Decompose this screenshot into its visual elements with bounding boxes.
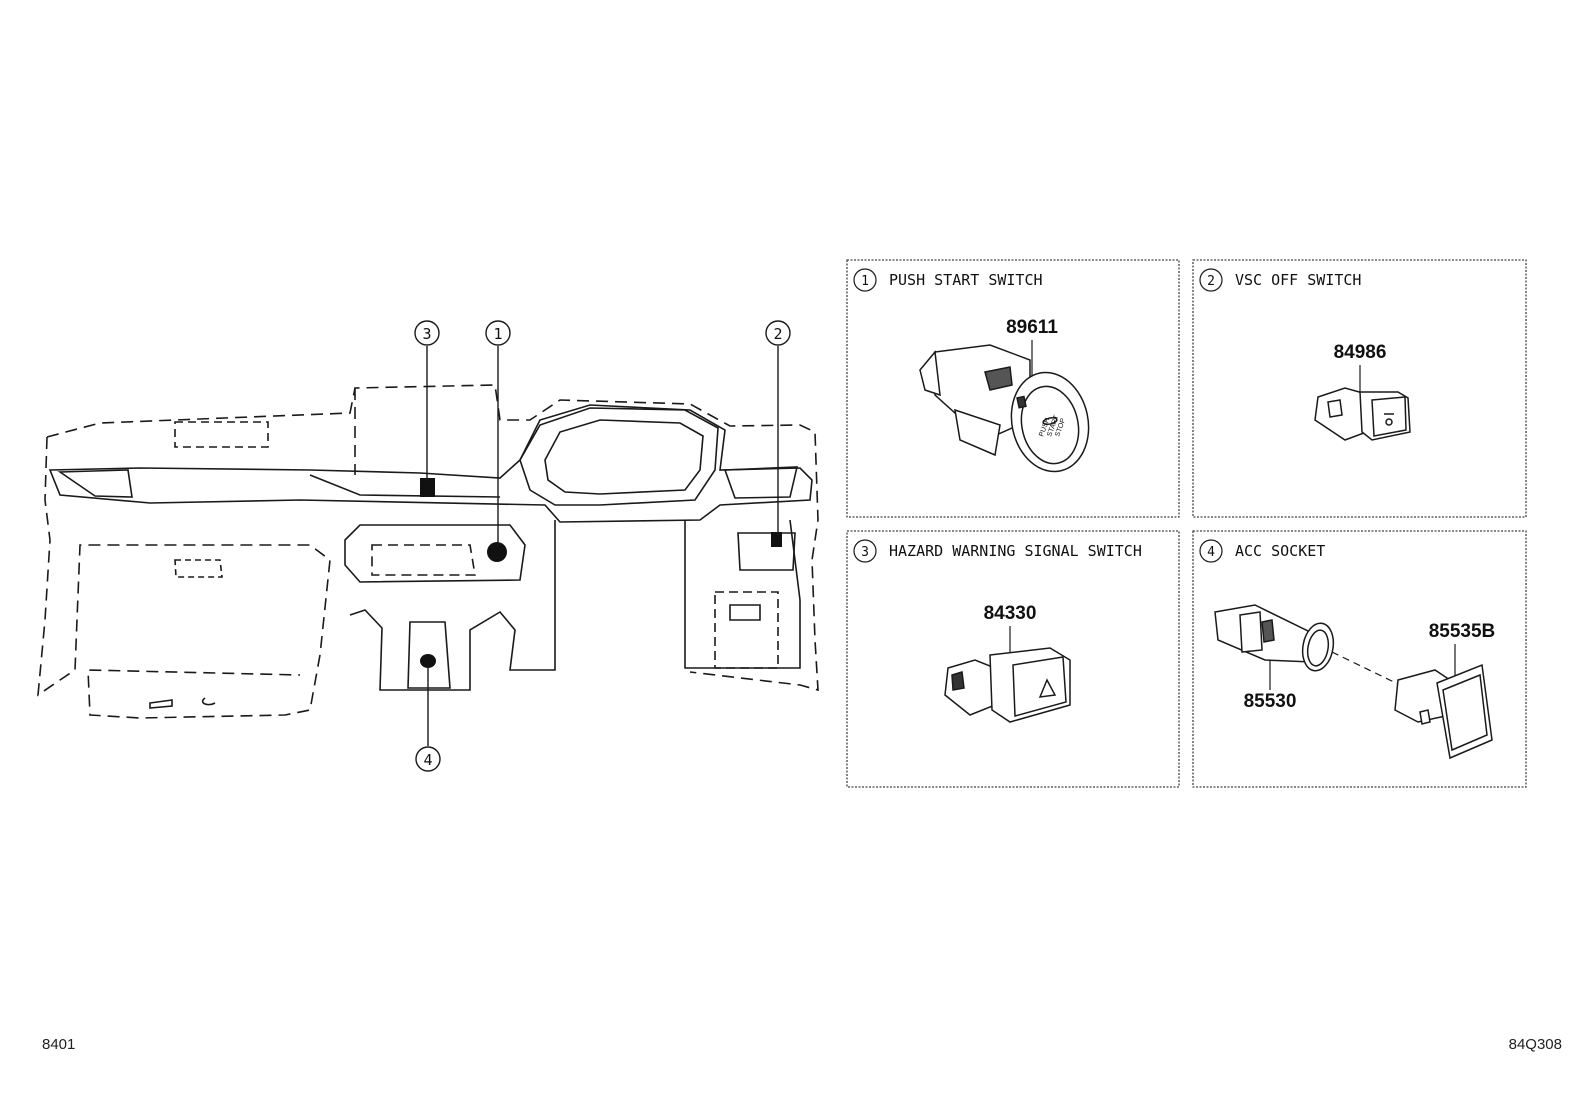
part-number-85530[interactable]: 85530 <box>1244 691 1297 712</box>
leader-lines <box>426 346 779 746</box>
right-lower <box>684 519 801 669</box>
right-lower-recess <box>729 604 761 621</box>
panel-hazard-warning-signal-switch: 3 HAZARD WARNING SIGNAL SWITCH 84330 <box>846 530 1180 788</box>
center-cluster-inner <box>371 544 476 576</box>
panel-3-number: 3 <box>861 545 869 560</box>
right-vent <box>723 466 799 499</box>
panel-1-title: PUSH START SWITCH <box>889 271 1043 289</box>
console-lower <box>349 520 556 691</box>
acc-socket-body-icon <box>1214 604 1335 672</box>
glovebox-top <box>174 421 269 448</box>
panel-4-title: ACC SOCKET <box>1235 542 1325 560</box>
panel-2-number: 2 <box>1207 274 1215 289</box>
left-vent <box>57 469 133 498</box>
lower-left-latch <box>201 697 216 706</box>
glovebox-handle <box>174 559 223 578</box>
center-mid-line <box>309 474 501 498</box>
console-pocket <box>407 621 451 689</box>
panel-2-title: VSC OFF SWITCH <box>1235 271 1361 289</box>
page-id-left: 8401 <box>42 1036 76 1053</box>
part-number-85535b[interactable]: 85535B <box>1429 621 1496 642</box>
dash-top-outline <box>46 384 819 692</box>
part-number-84986[interactable]: 84986 <box>1334 342 1387 363</box>
page-id-right: 84Q308 <box>1508 1036 1562 1053</box>
dash-left-body <box>37 436 331 719</box>
part-number-84330[interactable]: 84330 <box>984 603 1037 624</box>
push-start-marker <box>487 542 507 562</box>
switch-panel-right <box>737 532 796 571</box>
vsc-off-switch-icon <box>1314 387 1411 441</box>
lower-left-vent <box>149 699 173 709</box>
callout-2: 2 <box>765 320 791 346</box>
callout-4: 4 <box>415 746 441 772</box>
svg-text:2: 2 <box>773 325 782 343</box>
center-display-inner <box>544 419 704 495</box>
panel-4-number: 4 <box>1207 545 1215 560</box>
push-start-switch-icon <box>919 344 1090 473</box>
dash-upper-trim <box>48 404 813 523</box>
acc-socket-cap-icon <box>1394 663 1493 760</box>
svg-text:4: 4 <box>423 751 432 769</box>
hazard-switch-marker <box>420 478 435 497</box>
panel-1-number: 1 <box>861 274 869 289</box>
panel-acc-socket: 4 ACC SOCKET 85530 85535B <box>1192 530 1527 788</box>
acc-socket-marker <box>420 654 436 668</box>
center-display-frame <box>519 407 719 506</box>
right-lower-panel <box>714 591 779 669</box>
callout-1: 1 <box>485 320 511 346</box>
part-number-89611[interactable]: 89611 <box>1006 317 1058 338</box>
svg-text:1: 1 <box>493 325 502 343</box>
svg-text:3: 3 <box>422 325 431 343</box>
callout-3: 3 <box>414 320 440 346</box>
panel-push-start-switch: 1 PUSH START SWITCH 89611 PUSH START STO… <box>846 259 1180 518</box>
vsc-switch-marker <box>771 532 782 547</box>
acc-socket-dashed-axis <box>1331 651 1401 686</box>
panel-vsc-off-switch: 2 VSC OFF SWITCH 84986 <box>1192 259 1527 518</box>
center-cluster <box>344 524 526 583</box>
hazard-switch-icon <box>944 647 1071 723</box>
panel-3-title: HAZARD WARNING SIGNAL SWITCH <box>889 542 1142 560</box>
